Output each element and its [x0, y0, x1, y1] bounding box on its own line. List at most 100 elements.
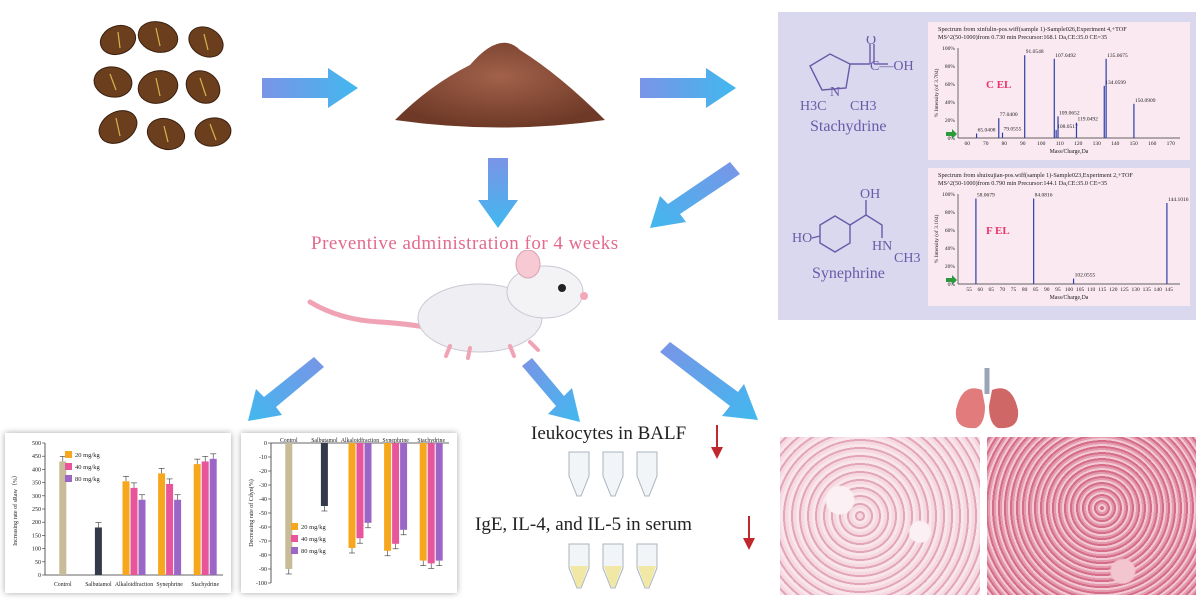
formula-hn: HN	[872, 239, 892, 254]
chart-legend-swatch	[291, 535, 298, 542]
chart-ytick: -80	[259, 553, 267, 559]
spectrum-xtick: 120	[1109, 287, 1118, 293]
spectrum-ytick: 0%	[948, 282, 956, 288]
chart-bar	[392, 443, 400, 544]
precursor-arrow-icon	[946, 129, 957, 139]
chart-ytick: -60	[259, 525, 267, 531]
spectrum-xtick: 170	[1167, 141, 1176, 147]
spectrum-ylabel: % Intensity (of 3.704)	[933, 69, 940, 118]
spectrum-xtick: 120	[1074, 141, 1083, 147]
chart-ytick: 350	[32, 481, 41, 487]
leukocytes-label: Ieukocytes in BALF	[531, 423, 687, 444]
spectrum-xlabel: Mass/Charge,Da	[1050, 149, 1089, 155]
chart-category-label: Alkaloidfraction	[115, 581, 153, 588]
histology-treated	[987, 437, 1196, 595]
chart-bar	[138, 499, 146, 575]
stachydrine-spectrum: Spectrum from xinfulin-pos.wiff(sample 1…	[928, 22, 1190, 160]
spectrum-header-2: MS^2(50-1000)from 0.790 min Precursor:14…	[938, 180, 1107, 187]
chart-ytick: 300	[32, 494, 41, 500]
spectrum-peak-label: 144.1016	[1168, 197, 1189, 203]
cdyn-chart: 0-10-20-30-40-50-60-70-80-90-100Decreasi…	[248, 437, 449, 587]
arrow-right-icon-2	[640, 68, 736, 108]
chart-category-label: Control	[280, 438, 298, 444]
chart-bar	[122, 481, 130, 575]
chart-bar	[419, 443, 427, 561]
chart-category-label: Synephrine	[382, 438, 409, 444]
spectrum-ytick: 0%	[948, 136, 956, 142]
formula-h3c: H3C	[800, 99, 826, 114]
chart-bar	[94, 527, 102, 575]
spectrum-xtick: 115	[1098, 287, 1106, 293]
spectrum-peak-label: 119.0492	[1077, 117, 1098, 123]
spectrum-xtick: 55	[966, 287, 972, 293]
spectrum-tag: F EL	[986, 225, 1010, 237]
spectrum-xlabel: Mass/Charge,Da	[1050, 295, 1089, 301]
arrow-diagonal-icon	[650, 162, 740, 228]
chart-ylabel: Decreasing rate of Cdyn(%)	[248, 479, 255, 546]
chart-bar	[320, 443, 328, 506]
synephrine-label: Synephrine	[812, 265, 885, 282]
spectrum-ytick: 40%	[945, 100, 956, 106]
spectrum-xtick: 70	[1000, 287, 1006, 293]
chart-ytick: 150	[32, 533, 41, 539]
spectrum-ytick: 80%	[945, 210, 956, 216]
chart-legend-swatch	[291, 547, 298, 554]
chart-legend-label: 80 mg/kg	[75, 476, 100, 483]
formula-oh: OH	[860, 187, 880, 202]
spectrum-xtick: 140	[1154, 287, 1163, 293]
arrow-to-tubes-icon	[522, 358, 580, 422]
chart-legend-swatch	[291, 523, 298, 530]
chart-category-label: Control	[54, 582, 72, 588]
chart-legend-label: 20 mg/kg	[75, 452, 100, 459]
spectrum-peak-label: 107.0492	[1055, 53, 1076, 59]
administration-title: Preventive administration for 4 weeks	[311, 233, 619, 254]
spectrum-xtick: 125	[1120, 287, 1129, 293]
chart-bar	[193, 464, 201, 575]
chart-bar	[364, 443, 372, 523]
chart-ytick: 0	[38, 573, 41, 579]
spectrum-peak-label: 134.0599	[1105, 80, 1126, 86]
synephrine-spectrum: Spectrum from shuixujian-pos.wiff(sample…	[928, 168, 1190, 306]
spectrum-ytick: 20%	[945, 118, 956, 124]
chart-bar	[435, 443, 443, 561]
chart-ytick: -50	[259, 511, 267, 517]
spectrum-xtick: 110	[1056, 141, 1064, 147]
spectrum-peak-label: 84.0816	[1035, 193, 1053, 199]
tube-set-1	[568, 451, 658, 497]
chart-bar	[209, 458, 217, 575]
spectrum-ytick: 60%	[945, 82, 956, 88]
formula-ch3: CH3	[850, 99, 876, 114]
chart-legend-swatch	[65, 463, 72, 470]
spectrum-header: Spectrum from xinfulin-pos.wiff(sample 1…	[938, 26, 1127, 33]
serum-label: IgE, IL-4, and IL-5 in serum	[475, 514, 692, 535]
spectrum-peak-label: 91.0548	[1026, 49, 1044, 55]
arrow-right-icon	[262, 68, 358, 108]
chart-bar	[285, 443, 293, 569]
chart-ytick: -10	[259, 455, 267, 461]
spectrum-ylabel: % Intensity (of 3.104)	[933, 215, 940, 264]
sraw-chart: 050100150200250300350400450500Increasing…	[12, 441, 223, 588]
chart-ytick: -20	[259, 469, 267, 475]
spectrum-xtick: 80	[1002, 141, 1008, 147]
spectrum-xtick: 150	[1130, 141, 1139, 147]
spectrum-xtick: 70	[983, 141, 989, 147]
chart-ytick: 500	[32, 441, 41, 447]
spectrum-xtick: 95	[1055, 287, 1061, 293]
formula-n: N	[830, 85, 840, 100]
spectrum-xtick: 135	[1143, 287, 1152, 293]
spectrum-background	[928, 22, 1190, 160]
lungs-icon	[955, 368, 1019, 429]
chart-legend-label: 40 mg/kg	[301, 536, 326, 543]
chart-ylabel: Increasing rate of sRaw（%）	[12, 472, 19, 546]
chart-bar	[130, 487, 138, 575]
histology-control	[780, 437, 980, 595]
arrow-to-chart-icon	[248, 357, 324, 421]
spectrum-xtick: 90	[1044, 287, 1050, 293]
chart-category-label: Synephrine	[156, 582, 183, 588]
chart-ytick: 200	[32, 520, 41, 526]
chart-bar	[201, 461, 209, 575]
spectrum-ytick: 100%	[942, 192, 955, 198]
chart-bar	[174, 499, 182, 575]
decrease-arrow-icon	[711, 425, 723, 459]
